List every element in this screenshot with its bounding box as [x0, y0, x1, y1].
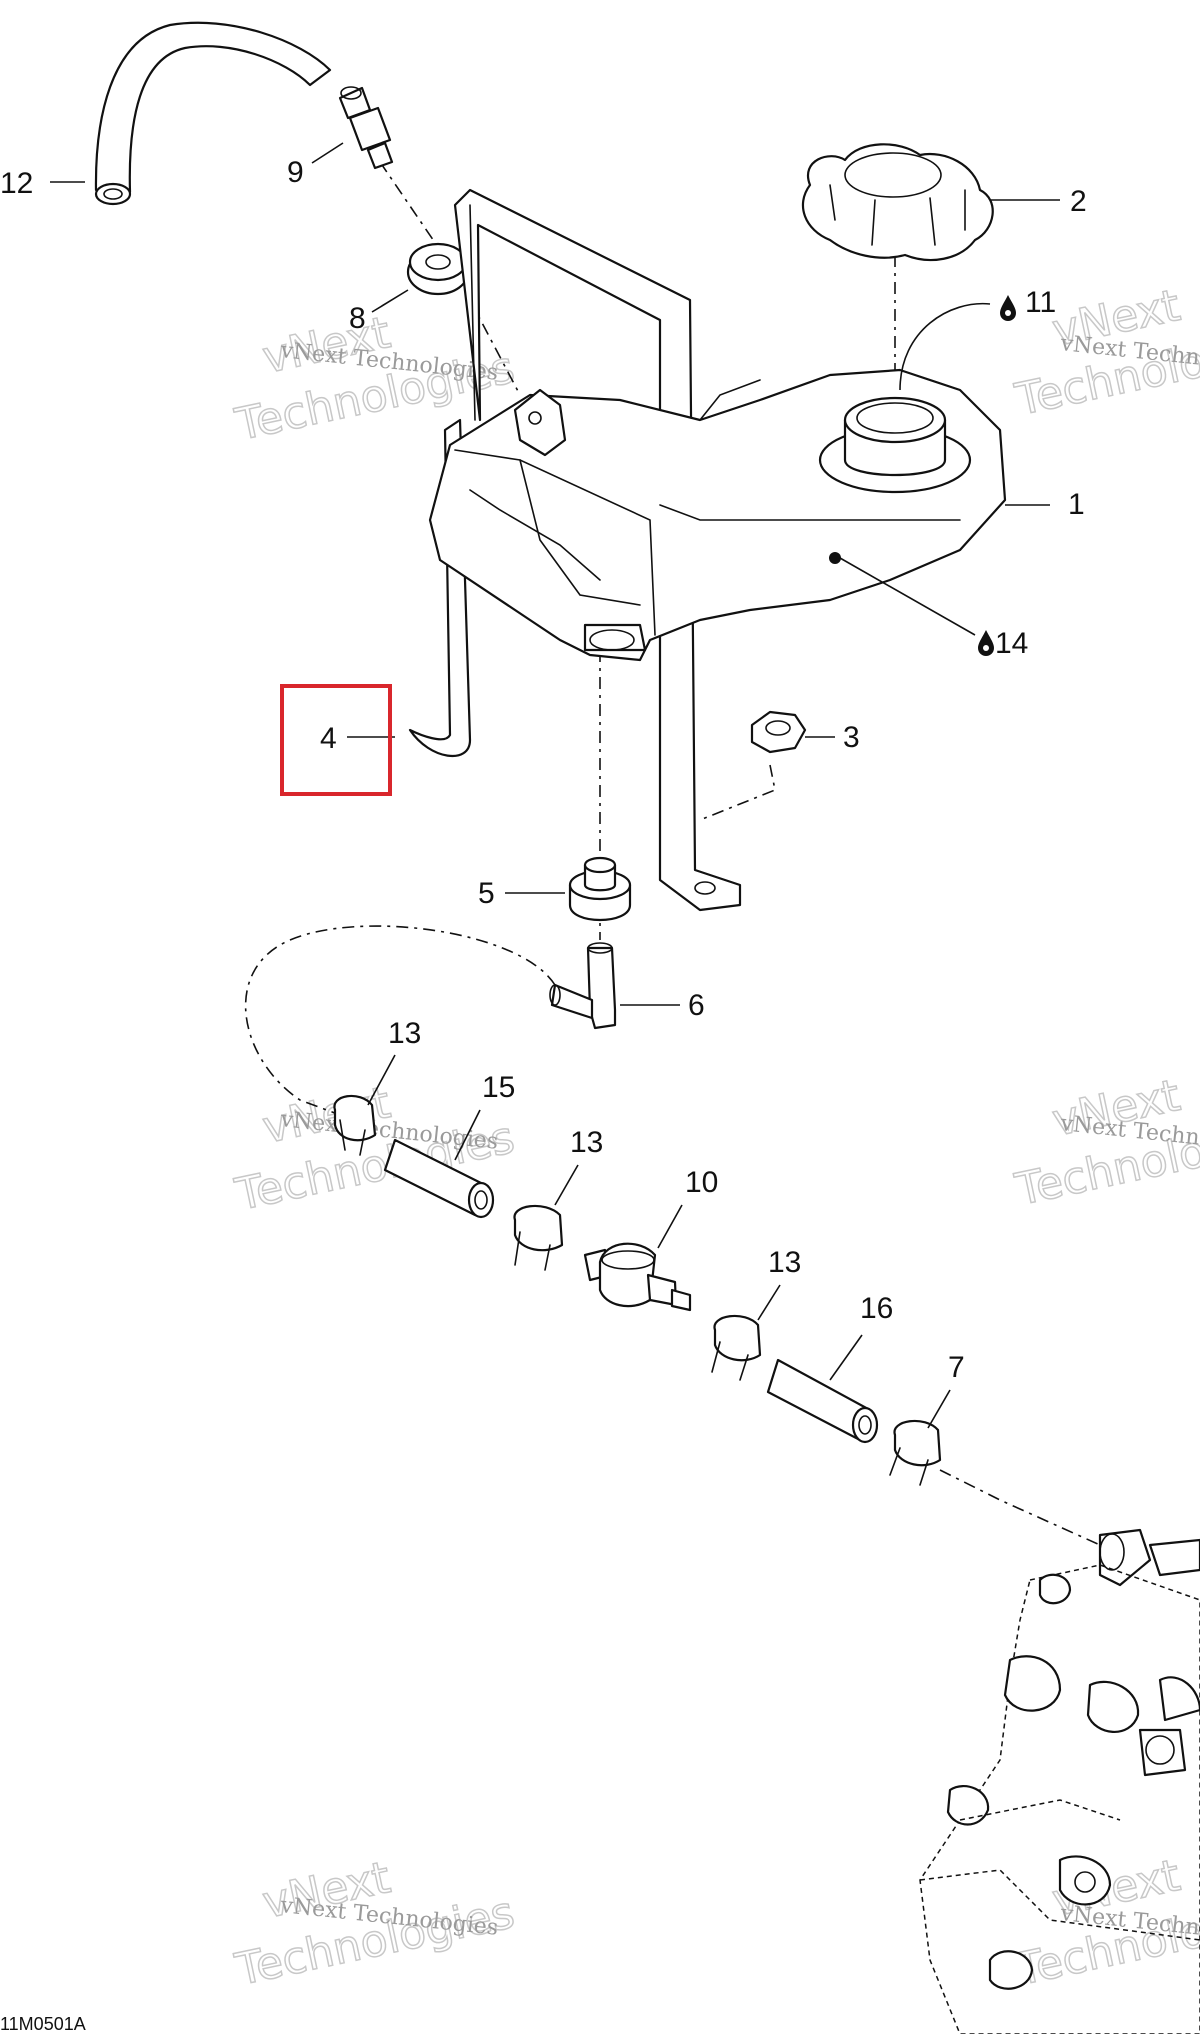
callout-15[interactable]: 15 — [482, 1071, 515, 1104]
reference-point — [829, 552, 841, 564]
callout-16[interactable]: 16 — [860, 1292, 893, 1325]
callout-13-c[interactable]: 13 — [768, 1246, 801, 1279]
part-7-clamp[interactable] — [889, 1419, 942, 1486]
part-16-hose[interactable] — [766, 1358, 879, 1444]
callout-8[interactable]: 8 — [349, 302, 366, 335]
callout-3[interactable]: 3 — [843, 721, 860, 754]
callout-labels: 12 9 8 2 11 1 14 3 4 5 6 13 15 13 10 13 … — [0, 156, 1087, 1384]
callout-5[interactable]: 5 — [478, 877, 495, 910]
part-12-hose[interactable] — [94, 21, 332, 206]
callout-1[interactable]: 1 — [1068, 488, 1085, 521]
callout-13-a[interactable]: 13 — [388, 1017, 421, 1050]
oil-drop-icon — [978, 630, 994, 656]
part-9-fitting[interactable] — [338, 86, 394, 170]
part-15-hose[interactable] — [383, 1138, 495, 1219]
part-5-grommet[interactable] — [568, 856, 632, 922]
highlight-box — [280, 684, 392, 796]
oil-pump-assembly — [919, 1528, 1200, 2034]
callout-4[interactable]: 4 — [320, 722, 337, 755]
callout-6[interactable]: 6 — [688, 989, 705, 1022]
part-3-nut[interactable] — [750, 710, 807, 754]
part-13-clamp-a[interactable] — [333, 1094, 377, 1156]
callout-12[interactable]: 12 — [0, 167, 33, 200]
part-8-grommet[interactable] — [406, 242, 470, 296]
part-6-elbow[interactable] — [549, 942, 617, 1030]
part-10-valve[interactable] — [583, 1242, 692, 1312]
part-13-clamp-c[interactable] — [711, 1314, 762, 1381]
part-2-cap[interactable] — [801, 143, 994, 262]
leader-lines — [50, 142, 1060, 1429]
callout-10[interactable]: 10 — [685, 1166, 718, 1199]
part-13-clamp-b[interactable] — [513, 1204, 564, 1271]
callout-11[interactable]: 11 — [1025, 286, 1056, 319]
callout-9[interactable]: 9 — [287, 156, 304, 189]
callout-7[interactable]: 7 — [948, 1351, 965, 1384]
oil-drop-icon — [1000, 295, 1016, 321]
callout-2[interactable]: 2 — [1070, 185, 1087, 218]
callout-13-b[interactable]: 13 — [570, 1126, 603, 1159]
part-1-reservoir[interactable] — [428, 368, 1007, 662]
drawing-reference-code: 11M0501A — [0, 2014, 86, 2034]
callout-14[interactable]: 14 — [995, 627, 1028, 660]
